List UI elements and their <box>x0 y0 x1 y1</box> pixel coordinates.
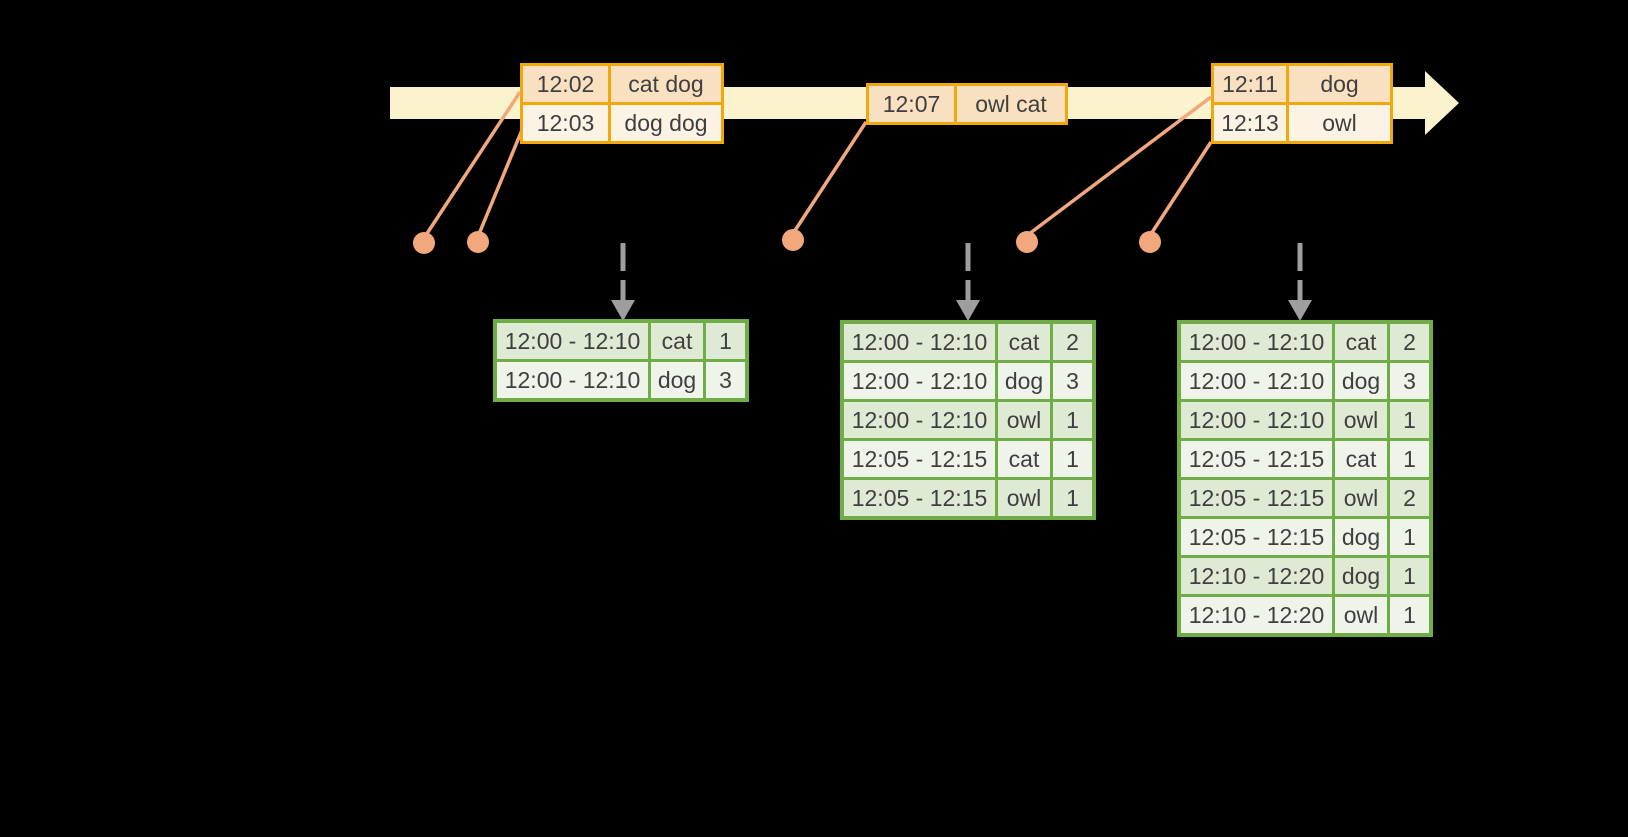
window-cell: 12:00 - 12:10 <box>493 359 651 402</box>
window-cell: 12:00 - 12:10 <box>840 320 998 363</box>
trigger-arrowhead <box>1288 300 1312 321</box>
window-cell: 12:05 - 12:15 <box>1177 516 1335 558</box>
event-words-cell: cat dog <box>608 63 724 105</box>
event-connector-line <box>424 91 522 236</box>
event-connector-line <box>1149 141 1213 235</box>
word-cell: cat <box>1332 438 1390 480</box>
window-cell: 12:00 - 12:10 <box>493 319 651 362</box>
count-cell: 1 <box>1050 438 1096 480</box>
event-time-dot <box>467 231 489 253</box>
word-cell: cat <box>1332 320 1390 363</box>
count-cell: 2 <box>1387 320 1433 363</box>
trigger-arrowhead <box>611 300 635 321</box>
timeline-arrowhead <box>1425 71 1459 135</box>
word-cell: owl <box>995 399 1053 441</box>
event-time-cell: 12:03 <box>520 102 611 144</box>
word-cell: cat <box>648 319 706 362</box>
event-words-cell: dog <box>1286 63 1393 105</box>
window-cell: 12:00 - 12:10 <box>840 360 998 402</box>
event-words-cell: owl cat <box>954 83 1068 125</box>
count-cell: 3 <box>1050 360 1096 402</box>
word-cell: owl <box>1332 477 1390 519</box>
word-cell: cat <box>995 438 1053 480</box>
count-cell: 1 <box>703 319 749 362</box>
event-time-dot <box>1139 231 1161 253</box>
event-time-cell: 12:07 <box>866 83 957 125</box>
event-time-dot <box>1016 231 1038 253</box>
window-cell: 12:05 - 12:15 <box>1177 477 1335 519</box>
word-cell: dog <box>648 359 706 402</box>
window-cell: 12:00 - 12:10 <box>1177 360 1335 402</box>
event-time-dot <box>782 229 804 251</box>
count-cell: 2 <box>1050 320 1096 363</box>
count-cell: 1 <box>1387 555 1433 597</box>
window-cell: 12:10 - 12:20 <box>1177 594 1335 637</box>
count-cell: 1 <box>1387 399 1433 441</box>
window-cell: 12:05 - 12:15 <box>840 438 998 480</box>
window-cell: 12:05 - 12:15 <box>1177 438 1335 480</box>
window-cell: 12:05 - 12:15 <box>840 477 998 520</box>
word-cell: dog <box>995 360 1053 402</box>
window-cell: 12:00 - 12:10 <box>1177 399 1335 441</box>
event-connector-line <box>1027 95 1213 236</box>
window-cell: 12:00 - 12:10 <box>840 399 998 441</box>
word-cell: owl <box>1332 594 1390 637</box>
word-cell: dog <box>1332 555 1390 597</box>
event-words-cell: dog dog <box>608 102 724 144</box>
event-connector-line <box>477 129 524 235</box>
count-cell: 1 <box>1050 477 1096 520</box>
word-cell: cat <box>995 320 1053 363</box>
count-cell: 1 <box>1050 399 1096 441</box>
count-cell: 2 <box>1387 477 1433 519</box>
window-cell: 12:10 - 12:20 <box>1177 555 1335 597</box>
word-cell: owl <box>1332 399 1390 441</box>
word-cell: owl <box>995 477 1053 520</box>
event-time-dot <box>413 232 435 254</box>
event-time-cell: 12:11 <box>1211 63 1289 105</box>
trigger-arrowhead <box>956 300 980 321</box>
count-cell: 3 <box>703 359 749 402</box>
event-words-cell: owl <box>1286 102 1393 144</box>
event-time-cell: 12:02 <box>520 63 611 105</box>
count-cell: 1 <box>1387 438 1433 480</box>
count-cell: 1 <box>1387 594 1433 637</box>
count-cell: 1 <box>1387 516 1433 558</box>
count-cell: 3 <box>1387 360 1433 402</box>
word-cell: dog <box>1332 360 1390 402</box>
event-time-cell: 12:13 <box>1211 102 1289 144</box>
window-cell: 12:00 - 12:10 <box>1177 320 1335 363</box>
event-connector-line <box>792 121 868 233</box>
word-cell: dog <box>1332 516 1390 558</box>
